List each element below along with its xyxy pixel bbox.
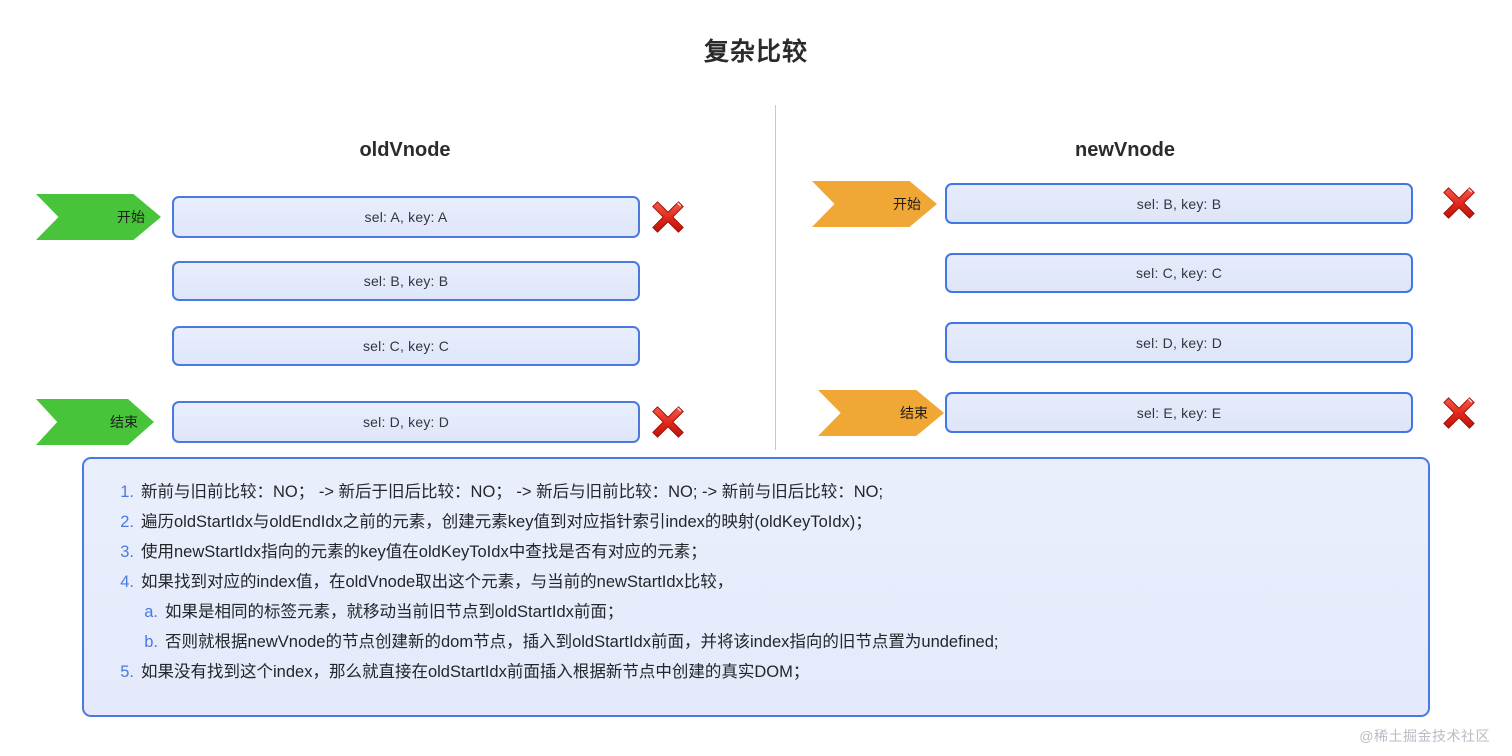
right-start-banner: 开始	[812, 181, 937, 227]
step-text: 遍历oldStartIdx与oldEndIdx之前的元素，创建元素key值到对应…	[141, 513, 872, 531]
right-end-banner: 结束	[818, 390, 944, 436]
step-marker: 5.	[120, 663, 134, 681]
step-marker: 1.	[120, 483, 134, 501]
column-divider	[775, 105, 776, 450]
column-header-new: newVnode	[1074, 139, 1175, 161]
list-item: 1. 新前与旧前比较：NO； -> 新后于旧后比较：NO； -> 新后与旧前比较…	[84, 477, 1428, 507]
left-start-banner: 开始	[36, 194, 161, 240]
old-node-1[interactable]: sel: B, key: B	[172, 261, 640, 301]
step-marker: b.	[144, 633, 158, 651]
steps-panel: 1. 新前与旧前比较：NO； -> 新后于旧后比较：NO； -> 新后与旧前比较…	[82, 457, 1430, 717]
new-node-0-label: sel: B, key: B	[1136, 195, 1222, 212]
left-end-banner: 结束	[36, 399, 154, 445]
list-item: b. 否则就根据newVnode的节点创建新的dom节点，插入到oldStart…	[84, 627, 1428, 657]
old-node-2-label: sel: C, key: C	[362, 338, 450, 354]
step-text: 如果找到对应的index值，在oldVnode取出这个元素，与当前的newSta…	[141, 573, 734, 591]
new-node-1[interactable]: sel: C, key: C	[945, 253, 1413, 293]
left-end-label: 结束	[110, 414, 138, 430]
right-end-label: 结束	[900, 405, 928, 421]
old-node-3[interactable]: sel: D, key: D	[172, 401, 640, 443]
step-marker: 2.	[120, 513, 134, 531]
step-text: 如果没有找到这个index，那么就直接在oldStartIdx前面插入根据新节点…	[141, 663, 810, 681]
old-node-2[interactable]: sel: C, key: C	[172, 326, 640, 366]
watermark: @稀土掘金技术社区	[1359, 728, 1490, 744]
column-header-old: oldVnode	[359, 139, 451, 161]
new-node-3[interactable]: sel: E, key: E	[945, 392, 1413, 433]
new-node-0[interactable]: sel: B, key: B	[945, 183, 1413, 224]
right-start-label: 开始	[893, 196, 921, 212]
step-marker: a.	[144, 603, 158, 621]
step-text: 如果是相同的标签元素，就移动当前旧节点到oldStartIdx前面；	[165, 603, 624, 621]
step-marker: 3.	[120, 543, 134, 561]
list-item: 2. 遍历oldStartIdx与oldEndIdx之前的元素，创建元素key值…	[84, 507, 1428, 537]
cross-mark-icon-old-3	[649, 403, 687, 441]
step-marker: 4.	[120, 573, 134, 591]
new-node-2[interactable]: sel: D, key: D	[945, 322, 1413, 363]
steps-list: 1. 新前与旧前比较：NO； -> 新后于旧后比较：NO； -> 新后与旧前比较…	[84, 477, 1428, 687]
cross-mark-icon-new-0	[1440, 184, 1478, 222]
cross-mark-icon-new-3	[1440, 394, 1478, 432]
list-item: 5. 如果没有找到这个index，那么就直接在oldStartIdx前面插入根据…	[84, 657, 1428, 687]
old-node-0-label: sel: A, key: A	[364, 209, 448, 225]
list-item: 4. 如果找到对应的index值，在oldVnode取出这个元素，与当前的new…	[84, 567, 1428, 597]
old-node-1-label: sel: B, key: B	[363, 273, 449, 289]
step-text: 否则就根据newVnode的节点创建新的dom节点，插入到oldStartIdx…	[165, 633, 999, 651]
old-node-3-label: sel: D, key: D	[362, 414, 450, 430]
list-item: 3. 使用newStartIdx指向的元素的key值在oldKeyToIdx中查…	[84, 537, 1428, 567]
new-node-2-label: sel: D, key: D	[1135, 334, 1223, 351]
page-title: 复杂比较	[703, 38, 808, 66]
new-node-3-label: sel: E, key: E	[1136, 404, 1222, 421]
step-text: 使用newStartIdx指向的元素的key值在oldKeyToIdx中查找是否…	[141, 543, 707, 561]
list-item: a. 如果是相同的标签元素，就移动当前旧节点到oldStartIdx前面；	[84, 597, 1428, 627]
step-text: 新前与旧前比较：NO； -> 新后于旧后比较：NO； -> 新后与旧前比较：NO…	[141, 483, 884, 501]
cross-mark-icon-old-0	[649, 198, 687, 236]
new-node-1-label: sel: C, key: C	[1135, 265, 1223, 281]
left-start-label: 开始	[117, 209, 145, 225]
old-node-0[interactable]: sel: A, key: A	[172, 196, 640, 238]
